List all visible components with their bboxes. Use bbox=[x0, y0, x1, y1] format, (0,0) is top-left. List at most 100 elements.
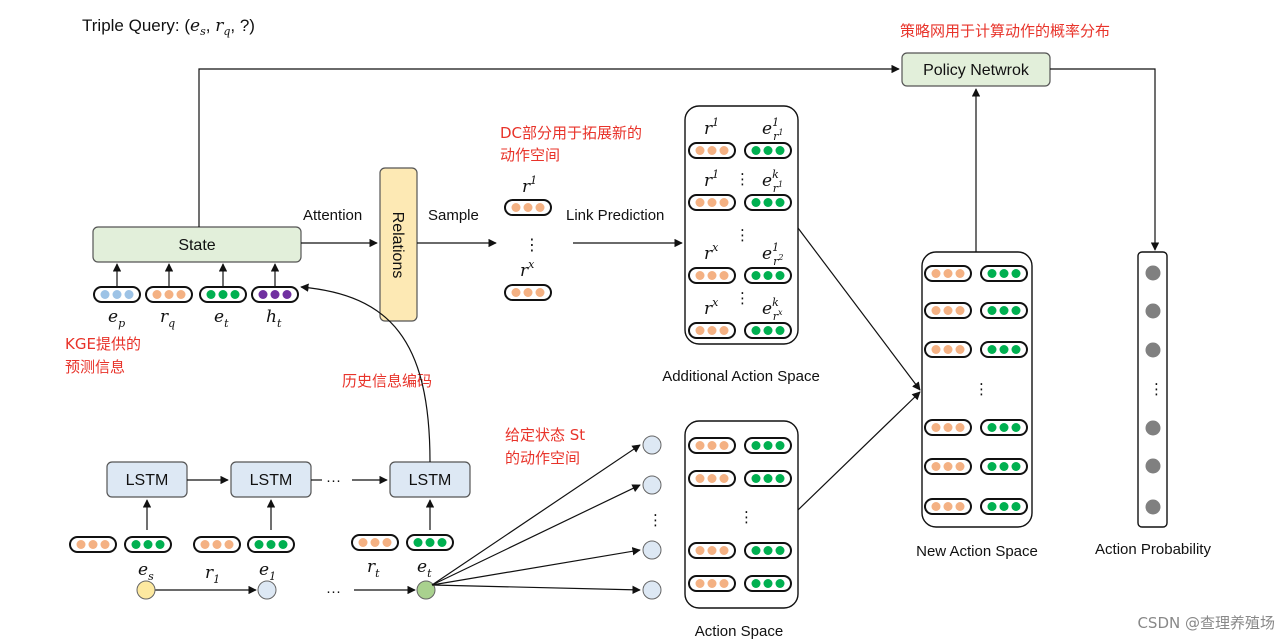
new-action-space-label: New Action Space bbox=[916, 543, 1038, 560]
entity-embedding bbox=[980, 419, 1028, 436]
sampled-r1-label: r1 bbox=[522, 174, 537, 197]
relation-embedding bbox=[924, 498, 972, 515]
entity-embedding bbox=[980, 265, 1028, 282]
history-embeddings bbox=[69, 534, 454, 553]
action-space-label: Action Space bbox=[695, 623, 783, 640]
es-embedding bbox=[124, 536, 172, 553]
rt-label: rt bbox=[367, 557, 380, 580]
relation-embedding bbox=[924, 265, 972, 282]
r1-embedding bbox=[193, 536, 241, 553]
entity-node-et bbox=[416, 580, 436, 600]
entity-embedding bbox=[980, 302, 1028, 319]
rt-embedding bbox=[351, 534, 399, 551]
probability-dot bbox=[1145, 265, 1161, 281]
additional-relation-label: r1 bbox=[704, 116, 719, 139]
action-space: ⋮ bbox=[684, 420, 799, 609]
sampled-rx-embedding bbox=[504, 284, 552, 301]
additional-dots: ⋮ bbox=[735, 290, 750, 307]
e1-embedding bbox=[247, 536, 295, 553]
probability-dot bbox=[1145, 420, 1161, 436]
entity-embedding bbox=[744, 267, 792, 284]
entity-embedding bbox=[744, 542, 792, 559]
entity-embedding bbox=[744, 142, 792, 159]
relation-embedding bbox=[688, 142, 736, 159]
probability-dot bbox=[1145, 342, 1161, 358]
entity-embedding bbox=[744, 194, 792, 211]
attention-label: Attention bbox=[303, 207, 362, 224]
watermark: CSDN @查理养殖场 bbox=[1137, 614, 1275, 632]
path-ellipsis: ··· bbox=[326, 583, 341, 600]
ht-embedding bbox=[251, 286, 299, 303]
relation-embedding bbox=[924, 302, 972, 319]
action-probability: ⋮ bbox=[1137, 251, 1168, 528]
candidate-node bbox=[642, 435, 662, 455]
sample-label: Sample bbox=[428, 207, 479, 224]
kge-annotation-line1: KGE提供的 bbox=[65, 335, 141, 353]
history-relation-embedding bbox=[69, 536, 117, 553]
lstm-box-1: LSTM bbox=[106, 461, 188, 498]
dc-annotation-line2: 动作空间 bbox=[500, 146, 560, 164]
lstm-label: LSTM bbox=[250, 472, 293, 489]
ep-label: ep bbox=[108, 307, 125, 330]
sampled-relations bbox=[504, 199, 552, 301]
given-annotation-line2: 的动作空间 bbox=[505, 449, 580, 467]
candidate-node bbox=[642, 580, 662, 600]
relation-embedding bbox=[688, 470, 736, 487]
sampled-rx-label: rx bbox=[520, 258, 535, 281]
candidate-arrow bbox=[431, 484, 641, 586]
relations-box: Relations bbox=[379, 167, 418, 322]
lstm-box-3: LSTM bbox=[389, 461, 471, 498]
candidate-dots: ⋮ bbox=[648, 512, 663, 529]
triple-query-title: Triple Query: (es, rq, ?) bbox=[82, 16, 255, 38]
policy-to-probability-arrow bbox=[1050, 68, 1160, 251]
dc-annotation-line1: DC部分用于拓展新的 bbox=[500, 124, 642, 142]
r1-label: r1 bbox=[205, 563, 220, 586]
entity-embedding bbox=[980, 341, 1028, 358]
sampled-r1-embedding bbox=[504, 199, 552, 216]
action-to-new-arrow bbox=[797, 391, 921, 511]
candidate-arrow bbox=[431, 584, 641, 595]
history-labels: es r1 e1 rt et bbox=[138, 557, 432, 586]
candidate-actions bbox=[431, 435, 662, 600]
new-action-space-dots: ⋮ bbox=[974, 381, 989, 398]
policy-annotation: 策略网用于计算动作的概率分布 bbox=[900, 22, 1110, 40]
relation-embedding bbox=[688, 542, 736, 559]
relation-embedding bbox=[688, 194, 736, 211]
rq-label: rq bbox=[160, 307, 175, 330]
action-space-dots: ⋮ bbox=[739, 509, 754, 526]
et-history-label: et bbox=[417, 557, 432, 580]
entity-embedding bbox=[744, 470, 792, 487]
candidate-node bbox=[642, 540, 662, 560]
history-annotation: 历史信息编码 bbox=[342, 372, 432, 390]
es-label: es bbox=[138, 560, 154, 583]
relation-embedding bbox=[924, 458, 972, 475]
relation-embedding bbox=[688, 437, 736, 454]
additional-dots: ⋮ bbox=[735, 171, 750, 188]
relation-embedding bbox=[924, 419, 972, 436]
lstm-label: LSTM bbox=[126, 472, 169, 489]
history-encoding-arrow bbox=[300, 283, 431, 463]
additional-relation-label: rx bbox=[704, 241, 719, 264]
additional-action-space-label: Additional Action Space bbox=[662, 368, 820, 385]
entity-embedding bbox=[980, 458, 1028, 475]
et-history-embedding bbox=[406, 534, 454, 551]
new-action-space: ⋮ bbox=[921, 251, 1033, 528]
additional-relation-label: rx bbox=[704, 296, 719, 319]
relation-embedding bbox=[688, 267, 736, 284]
probability-dot bbox=[1145, 458, 1161, 474]
probability-dots: ⋮ bbox=[1149, 381, 1164, 398]
additional-relation-label: r1 bbox=[704, 168, 719, 191]
candidate-node bbox=[642, 475, 662, 495]
entity-node-es bbox=[136, 580, 156, 600]
sampled-dots: ⋮ bbox=[524, 237, 540, 254]
entity-node-e1 bbox=[257, 580, 277, 600]
e1-label: e1 bbox=[259, 560, 276, 583]
candidate-arrow bbox=[431, 444, 641, 586]
et-embedding bbox=[199, 286, 247, 303]
probability-dot bbox=[1145, 499, 1161, 515]
